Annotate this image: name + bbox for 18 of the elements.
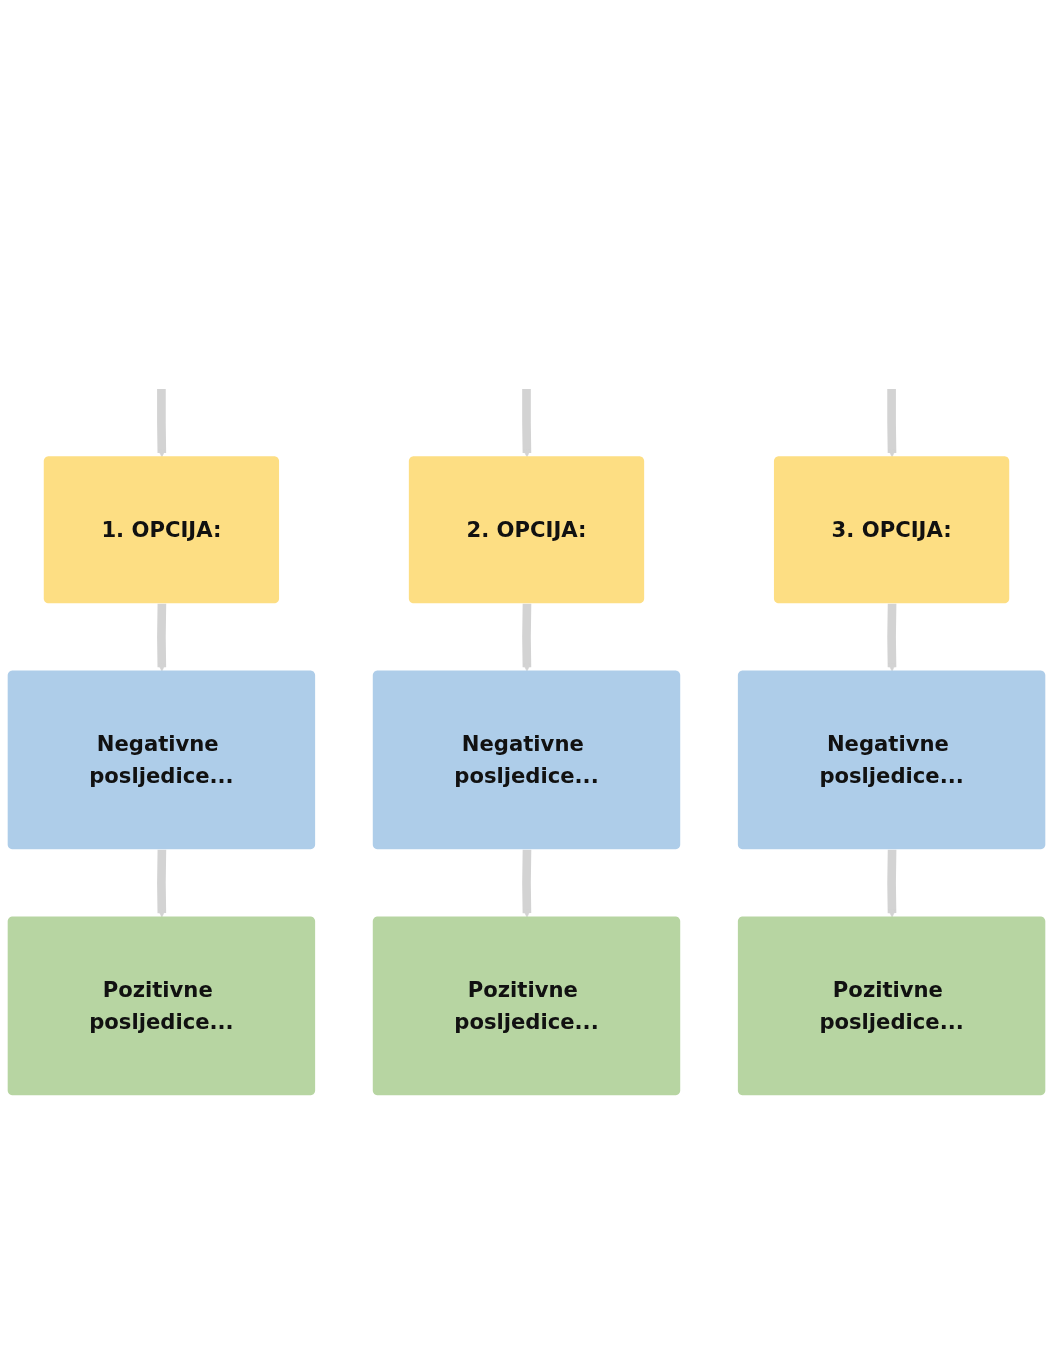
node-box: Negativne posljedice...: [7, 670, 316, 850]
node-box: Negativne posljedice...: [737, 670, 1046, 850]
arrow: [157, 389, 167, 458]
arrow: [522, 849, 532, 918]
node-box: Pozitivne posljedice...: [372, 916, 681, 1096]
node-box: Negativne posljedice...: [372, 670, 681, 850]
arrow: [522, 603, 532, 672]
node-box: 1. OPCIJA:: [43, 456, 280, 604]
node-box: Pozitivne posljedice...: [7, 916, 316, 1096]
arrow: [157, 603, 167, 672]
node-box: 3. OPCIJA:: [773, 456, 1010, 604]
arrow: [157, 849, 167, 918]
arrow: [887, 849, 897, 918]
arrow: [887, 389, 897, 458]
node-box: Pozitivne posljedice...: [737, 916, 1046, 1096]
arrow: [887, 603, 897, 672]
node-box: 2. OPCIJA:: [408, 456, 645, 604]
arrow: [522, 389, 532, 458]
